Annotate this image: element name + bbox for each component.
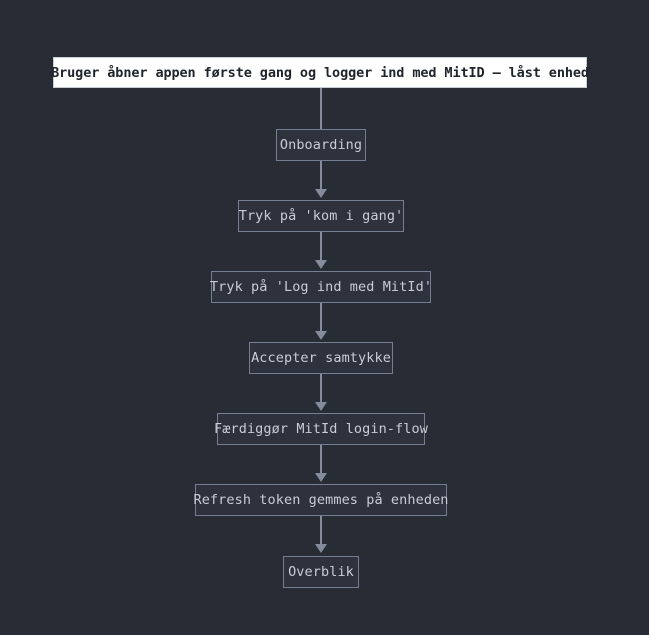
flow-arrowhead-kom-i-gang: [315, 189, 327, 198]
flow-node-refresh-token: Refresh token gemmes på enheden: [193, 484, 449, 516]
flow-node-onboarding-label: Onboarding: [279, 137, 363, 153]
flow-arrowhead-login-flow: [315, 402, 327, 411]
flow-node-faerdiggoer-login-flow-label: Færdiggør MitId login-flow: [214, 421, 428, 437]
flow-node-refresh-token-label: Refresh token gemmes på enheden: [193, 492, 449, 508]
flow-node-overblik-label: Overblik: [288, 564, 354, 580]
flow-arrowhead-log-ind: [315, 260, 327, 269]
flow-node-log-ind-med-mitid: Tryk på 'Log ind med MitId': [209, 271, 433, 303]
flow-node-root-label: Bruger åbner appen første gang og logger…: [51, 64, 589, 81]
flow-node-kom-i-gang-label: Tryk på 'kom i gang': [238, 208, 404, 224]
flow-node-accepter-samtykke-label: Accepter samtykke: [251, 350, 391, 366]
flow-edge-root-to-onboarding: [320, 88, 322, 129]
flow-edge-kom-i-gang-to-log-ind: [320, 232, 322, 264]
flow-node-kom-i-gang: Tryk på 'kom i gang': [238, 200, 404, 232]
flow-edge-log-ind-to-samtykke: [320, 303, 322, 335]
flow-node-accepter-samtykke: Accepter samtykke: [249, 342, 393, 374]
flow-edge-login-flow-to-refresh-token: [320, 445, 322, 477]
flow-arrowhead-refresh-token: [315, 473, 327, 482]
flow-node-faerdiggoer-login-flow: Færdiggør MitId login-flow: [214, 413, 428, 445]
flow-edge-refresh-token-to-overblik: [320, 516, 322, 548]
flow-node-overblik: Overblik: [283, 556, 359, 588]
flow-arrowhead-samtykke: [315, 331, 327, 340]
flow-node-root: Bruger åbner appen første gang og logger…: [51, 57, 589, 88]
flow-edge-onboarding-to-kom-i-gang: [320, 161, 322, 193]
flow-node-log-ind-med-mitid-label: Tryk på 'Log ind med MitId': [209, 279, 433, 295]
flow-node-onboarding: Onboarding: [276, 129, 366, 161]
flow-arrowhead-overblik: [315, 544, 327, 553]
flow-edge-samtykke-to-login-flow: [320, 374, 322, 406]
